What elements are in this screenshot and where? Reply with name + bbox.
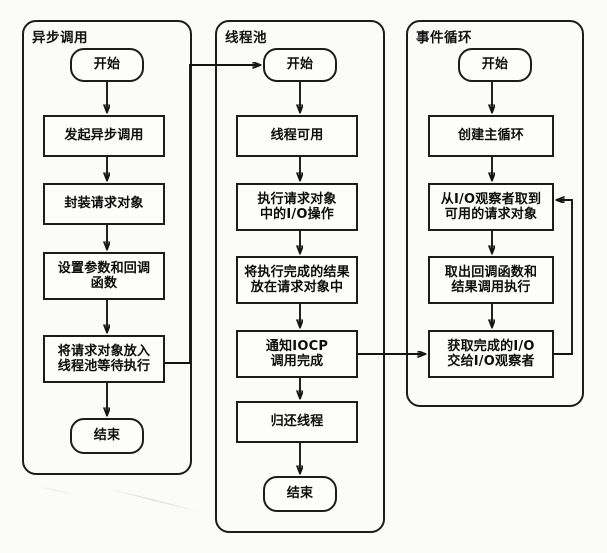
lane-title-thread-pool: 线程池 bbox=[225, 30, 267, 46]
node-initiate-async-call: 发起异步调用 bbox=[43, 115, 165, 157]
node-fetch-from-observer: 从I/O观察者取到 可用的请求对象 bbox=[428, 183, 554, 231]
node-invoke-callback: 取出回调函数和 结果调用执行 bbox=[428, 256, 554, 304]
node-label: 获取完成的I/O 交给I/O观察者 bbox=[447, 338, 535, 369]
node-label: 封装请求对象 bbox=[64, 196, 144, 212]
node-label: 开始 bbox=[286, 57, 314, 73]
node-label: 结束 bbox=[93, 428, 121, 444]
node-label: 通知IOCP 调用完成 bbox=[265, 338, 329, 369]
node-label: 将请求对象放入 线程池等待执行 bbox=[57, 343, 151, 374]
node-label: 设置参数和回调 函数 bbox=[57, 260, 151, 291]
lane-async-call bbox=[22, 20, 192, 475]
node-label: 线程可用 bbox=[270, 128, 324, 144]
node-label: 执行请求对象 中的I/O操作 bbox=[257, 191, 337, 222]
node-loop-start: 开始 bbox=[458, 48, 532, 82]
node-thread-available: 线程可用 bbox=[236, 115, 358, 157]
lane-title-event-loop: 事件循环 bbox=[416, 30, 472, 46]
node-label: 将执行完成的结果 放在请求对象中 bbox=[244, 264, 350, 295]
node-label: 结束 bbox=[286, 486, 314, 502]
scan-artifact bbox=[36, 485, 76, 497]
scan-artifact bbox=[111, 489, 199, 513]
node-execute-io: 执行请求对象 中的I/O操作 bbox=[236, 183, 358, 231]
node-wrap-request-object: 封装请求对象 bbox=[43, 183, 165, 225]
node-label: 开始 bbox=[93, 57, 121, 73]
node-hand-to-observer: 获取完成的I/O 交给I/O观察者 bbox=[428, 330, 554, 378]
node-store-result: 将执行完成的结果 放在请求对象中 bbox=[236, 256, 358, 304]
node-label: 创建主循环 bbox=[457, 128, 524, 144]
node-set-params-callback: 设置参数和回调 函数 bbox=[43, 252, 165, 300]
node-create-main-loop: 创建主循环 bbox=[428, 115, 554, 157]
node-label: 从I/O观察者取到 可用的请求对象 bbox=[440, 191, 542, 222]
node-pool-end: 结束 bbox=[263, 476, 337, 512]
node-enqueue-to-threadpool: 将请求对象放入 线程池等待执行 bbox=[43, 335, 165, 383]
node-label: 归还线程 bbox=[270, 414, 324, 430]
node-async-end: 结束 bbox=[70, 418, 144, 454]
lane-event-loop bbox=[406, 20, 584, 407]
node-return-thread: 归还线程 bbox=[236, 401, 358, 443]
node-pool-start: 开始 bbox=[263, 48, 337, 82]
node-label: 发起异步调用 bbox=[64, 128, 144, 144]
lane-title-async-call: 异步调用 bbox=[32, 30, 88, 46]
node-async-start: 开始 bbox=[70, 48, 144, 82]
node-notify-iocp: 通知IOCP 调用完成 bbox=[236, 330, 358, 378]
node-label: 取出回调函数和 结果调用执行 bbox=[444, 264, 538, 295]
node-label: 开始 bbox=[481, 57, 509, 73]
